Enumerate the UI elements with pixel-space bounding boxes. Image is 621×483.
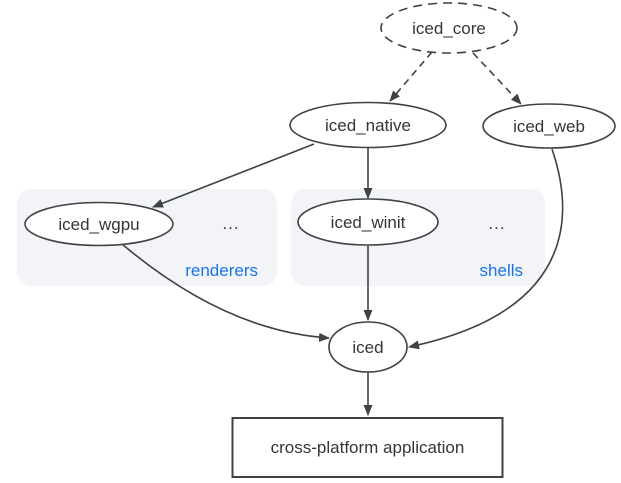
node-iced-wgpu-shape <box>24 201 174 247</box>
node-iced: iced <box>328 321 408 373</box>
node-application: cross-platform application <box>231 417 504 478</box>
node-iced-shape <box>328 321 408 373</box>
edge-iced-core-to-iced-web <box>472 52 522 105</box>
node-iced-winit-label: iced_winit <box>331 213 406 232</box>
node-iced-core-label: iced_core <box>412 19 486 38</box>
node-application-shape <box>231 417 504 478</box>
node-iced-web-shape <box>482 103 616 149</box>
node-iced-winit: iced_winit <box>297 198 439 246</box>
node-application-label: cross-platform application <box>271 438 465 457</box>
renderers-ellipsis: ... <box>222 214 239 233</box>
edge-iced-native-to-iced-wgpu <box>152 143 315 208</box>
node-iced-wgpu-label: iced_wgpu <box>58 215 139 234</box>
edge-iced-web-to-iced <box>408 148 564 350</box>
node-iced-winit-shape <box>297 198 439 246</box>
edge-iced-wgpu-to-iced <box>121 243 330 342</box>
node-iced-native-label: iced_native <box>325 116 411 135</box>
node-iced-native-shape <box>289 101 447 149</box>
node-iced-core-shape <box>380 2 518 54</box>
node-iced-label: iced <box>352 338 383 357</box>
shells-ellipsis: ... <box>488 214 505 233</box>
shells-group-label: shells <box>480 261 523 280</box>
renderers-group-label: renderers <box>185 261 258 280</box>
node-iced-native: iced_native <box>289 101 447 149</box>
edge-iced-core-to-iced-native <box>389 51 433 102</box>
node-iced-web: iced_web <box>482 103 616 149</box>
node-iced-core: iced_core <box>380 2 518 54</box>
node-iced-wgpu: iced_wgpu <box>24 201 174 247</box>
node-iced-web-label: iced_web <box>513 117 585 136</box>
